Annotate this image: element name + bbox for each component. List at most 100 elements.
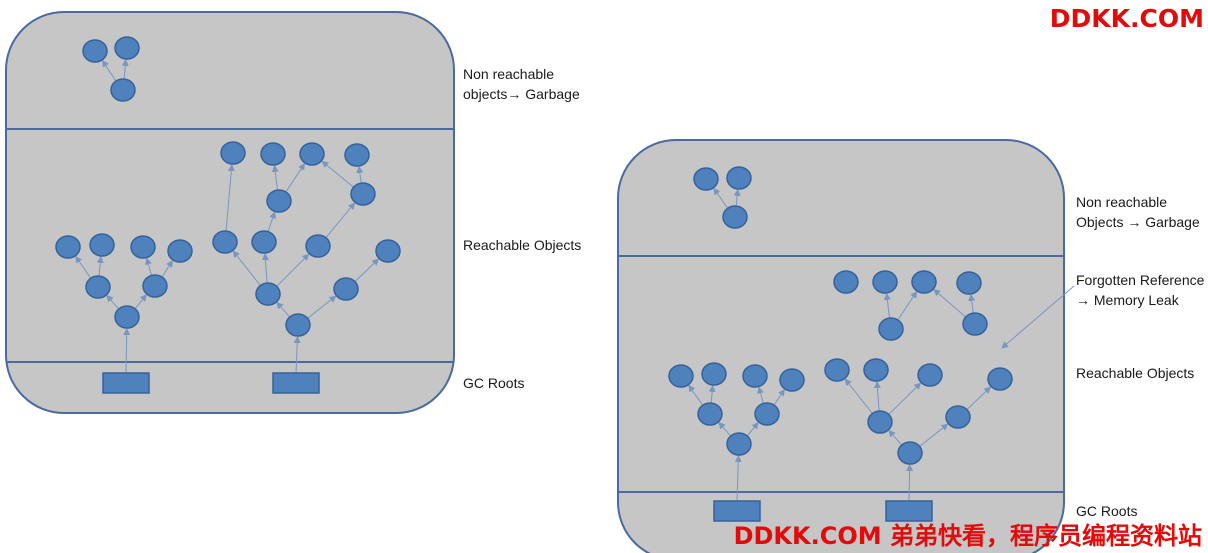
object-node	[722, 205, 748, 229]
label-gc-roots: GC Roots	[463, 375, 525, 391]
reference-edge	[888, 382, 922, 415]
root-reference-edge	[906, 464, 914, 502]
object-node	[375, 239, 401, 263]
object-node	[833, 270, 859, 294]
label-reachable-objects: Reachable Objects	[463, 237, 582, 253]
object-node	[668, 364, 694, 388]
root-reference-edge	[123, 328, 131, 374]
object-node	[701, 362, 727, 386]
reference-edge	[106, 294, 120, 310]
label-non-reachable-line1: Non reachable	[1076, 194, 1168, 210]
label-forgotten-reference-line1: Forgotten Reference	[1076, 272, 1205, 288]
reference-edge	[933, 288, 967, 318]
root-reference-edge	[293, 336, 301, 374]
object-node	[344, 143, 370, 167]
reference-edge	[267, 211, 276, 232]
forgotten-reference-pointer	[1001, 285, 1075, 349]
reference-edge	[271, 164, 279, 191]
reference-edge	[325, 202, 356, 239]
object-node	[962, 312, 988, 336]
reference-edge	[276, 253, 310, 287]
reference-edge	[746, 422, 759, 437]
reference-edge	[897, 290, 918, 321]
object-node	[89, 233, 115, 257]
object-node	[251, 230, 277, 254]
reference-edge	[102, 59, 117, 82]
reference-edge	[968, 293, 976, 314]
gc-root	[272, 372, 320, 394]
object-node	[956, 271, 982, 295]
reference-edge	[688, 384, 704, 406]
object-node	[55, 235, 81, 259]
reference-edge	[145, 257, 152, 276]
object-node	[726, 166, 752, 190]
reference-edge	[285, 162, 306, 193]
root-reference-edge	[734, 455, 742, 502]
object-node	[897, 441, 923, 465]
object-node	[867, 410, 893, 434]
object-node	[142, 274, 168, 298]
object-node	[114, 36, 140, 60]
object-node	[260, 142, 286, 166]
reference-edge	[307, 295, 337, 319]
watermark-bottom: DDKK.COM 弟弟快看，程序员编程资料站	[733, 522, 1202, 550]
reference-edge	[888, 429, 903, 446]
object-node	[742, 364, 768, 388]
object-node	[863, 358, 889, 382]
object-node	[305, 234, 331, 258]
object-node	[824, 358, 850, 382]
object-node	[114, 305, 140, 329]
nodes-right	[668, 166, 1013, 465]
object-node	[212, 230, 238, 254]
label-non-reachable-line1: Non reachable	[463, 66, 555, 82]
object-node	[697, 402, 723, 426]
label-forgotten-reference-line2: → Memory Leak	[1076, 292, 1179, 308]
gc-root	[102, 372, 150, 394]
label-reachable-objects: Reachable Objects	[1076, 365, 1195, 381]
reference-edge	[232, 250, 261, 286]
reference-edge	[121, 58, 129, 80]
panel-normal	[5, 11, 455, 414]
object-node	[333, 277, 359, 301]
object-node	[872, 270, 898, 294]
object-node	[754, 402, 780, 426]
object-node	[911, 270, 937, 294]
panel-left-bg	[5, 11, 455, 414]
object-node	[130, 235, 156, 259]
reference-edge	[713, 187, 729, 209]
label-non-reachable-line2: objects→ Garbage	[463, 86, 580, 102]
object-node	[779, 368, 805, 392]
reference-edge	[321, 160, 354, 188]
reference-edge	[873, 381, 881, 412]
label-gc-roots: GC Roots	[1076, 503, 1138, 519]
reference-edge	[276, 301, 291, 318]
object-node	[285, 313, 311, 337]
object-node	[167, 239, 193, 263]
reference-edge	[96, 255, 104, 277]
reference-edge	[75, 255, 92, 279]
object-node	[987, 367, 1013, 391]
object-node	[85, 275, 111, 299]
reference-edge	[134, 294, 147, 310]
reference-edge	[966, 386, 992, 410]
reference-edge	[844, 378, 873, 414]
reference-edge	[883, 292, 891, 319]
object-node	[693, 167, 719, 191]
edges-left	[75, 58, 380, 374]
reference-edge	[354, 258, 380, 282]
object-node	[945, 405, 971, 429]
panel-memory-leak	[617, 139, 1075, 553]
reference-edge	[261, 253, 269, 284]
reference-edge	[708, 384, 716, 404]
object-node	[110, 78, 136, 102]
reference-edge	[718, 421, 732, 437]
object-node	[220, 141, 246, 165]
object-node	[350, 182, 376, 206]
object-node	[255, 282, 281, 306]
reference-edge	[161, 259, 173, 278]
object-node	[726, 432, 752, 456]
nodes-left	[55, 36, 401, 337]
object-node	[82, 39, 108, 63]
edges-right	[688, 187, 992, 502]
